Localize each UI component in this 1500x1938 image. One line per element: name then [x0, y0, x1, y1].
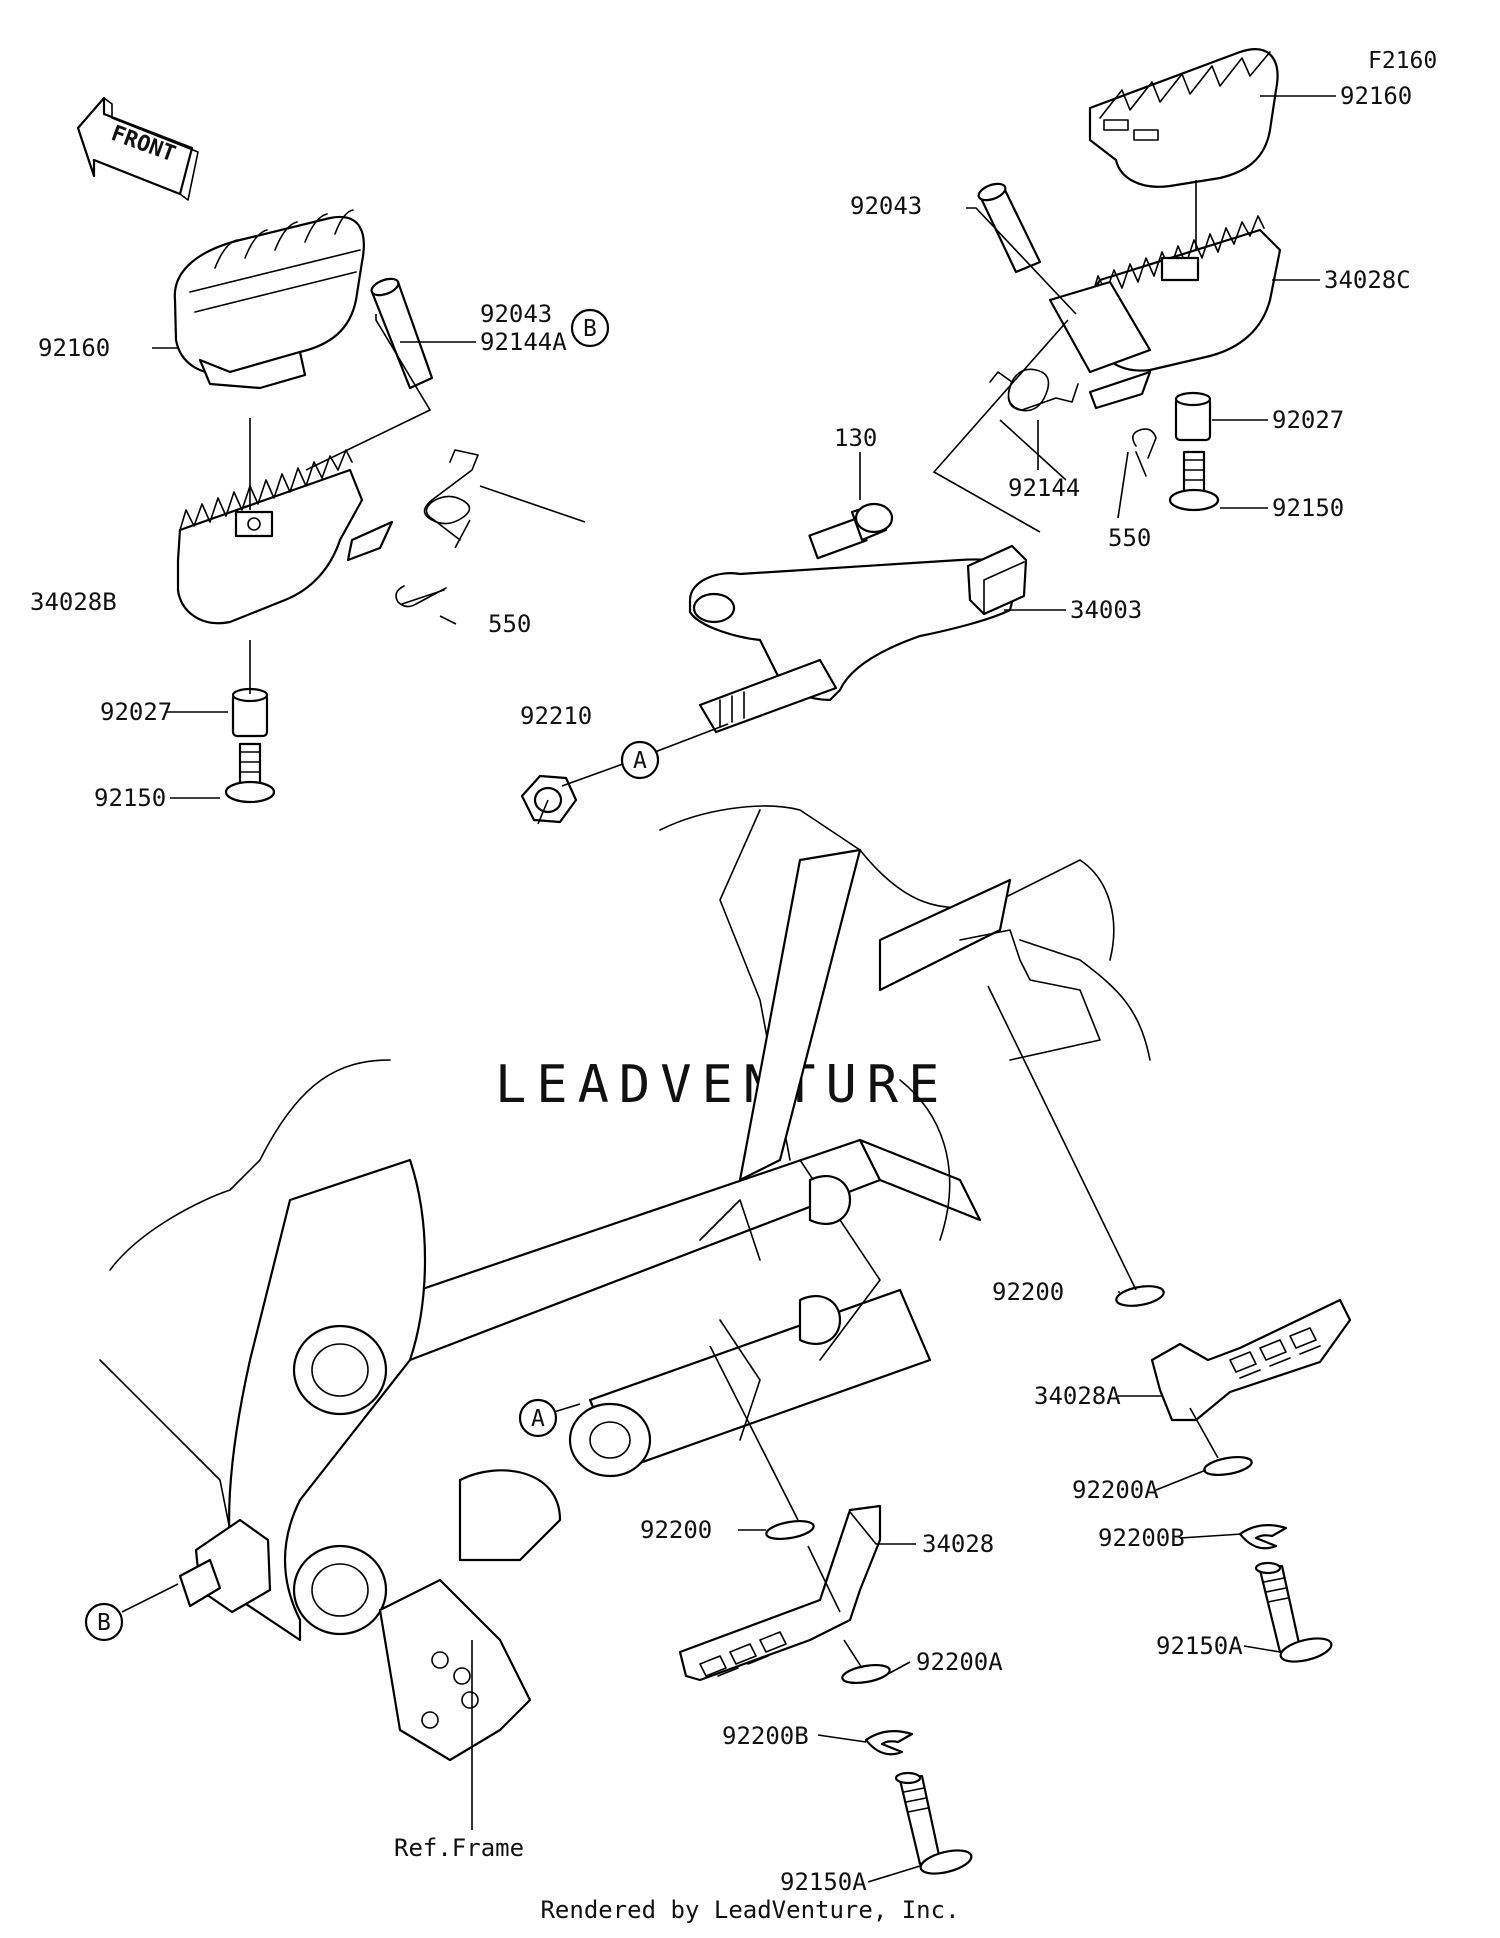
callout-a-upper: A — [620, 740, 660, 780]
callout-a-upper-label: A — [633, 748, 647, 774]
label-92150A-lower: 92150A — [780, 1868, 867, 1896]
label-92027-right: 92027 — [1272, 406, 1344, 434]
label-34028A: 34028A — [1034, 1382, 1121, 1410]
collar-92027-left — [231, 687, 269, 738]
collar-92027-right — [1174, 391, 1212, 442]
callout-b-upper: B — [570, 308, 610, 348]
leader-lines — [121, 95, 1336, 1883]
label-34003: 34003 — [1070, 596, 1142, 624]
label-92200-upper: 92200 — [992, 1278, 1064, 1306]
bolt-92150-left — [224, 742, 276, 804]
cotter-pin-550-right — [1132, 428, 1157, 477]
footpeg-bracket-34028B — [176, 449, 394, 625]
label-92043-left: 92043 — [480, 300, 552, 328]
footpeg-bracket-34028C — [1048, 215, 1282, 410]
pin-92043-right — [977, 182, 1042, 274]
diagram-code: F2160 — [1368, 48, 1437, 74]
label-92160-right: 92160 — [1340, 82, 1412, 110]
label-92144: 92144 — [1008, 474, 1080, 502]
label-92210: 92210 — [520, 702, 592, 730]
label-92150A-upper: 92150A — [1156, 1632, 1243, 1660]
footer-credit: Rendered by LeadVenture, Inc. — [540, 1896, 960, 1924]
washer-92200A-lower — [841, 1663, 891, 1685]
callout-b-lower: B — [84, 1602, 124, 1642]
washer-92200-upper — [1115, 1285, 1165, 1307]
front-arrow-icon: FRONT — [76, 96, 199, 201]
label-92200B-lower: 92200B — [722, 1722, 809, 1750]
label-550-right: 550 — [1108, 524, 1151, 552]
washer-92200-lower — [765, 1519, 815, 1541]
bolt-92150-right — [1168, 450, 1220, 512]
label-92200A-lower: 92200A — [916, 1648, 1003, 1676]
washer-92200A-upper — [1203, 1455, 1253, 1477]
watermark-text: LEADVENTURE — [495, 1055, 949, 1115]
pin-92150A-upper — [1254, 1561, 1333, 1663]
clip-92200B-lower — [864, 1729, 914, 1756]
label-92150-right: 92150 — [1272, 494, 1344, 522]
label-92200-lower: 92200 — [640, 1516, 712, 1544]
nut-92210 — [520, 774, 578, 824]
bracket-34003 — [688, 544, 1028, 702]
label-92144A: 92144A — [480, 328, 567, 356]
callout-a-lower: A — [518, 1398, 558, 1438]
rubber-footpeg-left — [173, 209, 365, 390]
pin-92150A-lower — [894, 1771, 973, 1875]
label-92200A-upper: 92200A — [1072, 1476, 1159, 1504]
cotter-pin-550-left — [395, 585, 447, 608]
label-34028B: 34028B — [30, 588, 117, 616]
reference-frame-outline — [99, 805, 1151, 1762]
label-130: 130 — [834, 424, 877, 452]
pin-92043-left — [370, 277, 434, 390]
reference-frame-label: Ref.Frame — [394, 1834, 524, 1862]
label-550-left: 550 — [488, 610, 531, 638]
shaft-34003 — [698, 658, 838, 734]
clip-92200B-upper — [1238, 1523, 1288, 1550]
label-92200B-upper: 92200B — [1098, 1524, 1185, 1552]
callout-b-upper-label: B — [583, 316, 597, 342]
label-92160-left: 92160 — [38, 334, 110, 362]
footrest-34028 — [678, 1504, 882, 1682]
label-92150-left: 92150 — [94, 784, 166, 812]
label-92027-left: 92027 — [100, 698, 172, 726]
label-92043-right: 92043 — [850, 192, 922, 220]
callout-a-lower-label: A — [531, 1406, 545, 1432]
bolt-130 — [808, 502, 894, 560]
spring-92144A — [423, 449, 479, 541]
label-34028C: 34028C — [1324, 266, 1411, 294]
rubber-footpeg-right — [1088, 48, 1279, 188]
spring-92144 — [989, 368, 1079, 412]
callout-b-lower-label: B — [97, 1610, 111, 1636]
label-34028: 34028 — [922, 1530, 994, 1558]
footrest-34028A — [1150, 1298, 1352, 1422]
